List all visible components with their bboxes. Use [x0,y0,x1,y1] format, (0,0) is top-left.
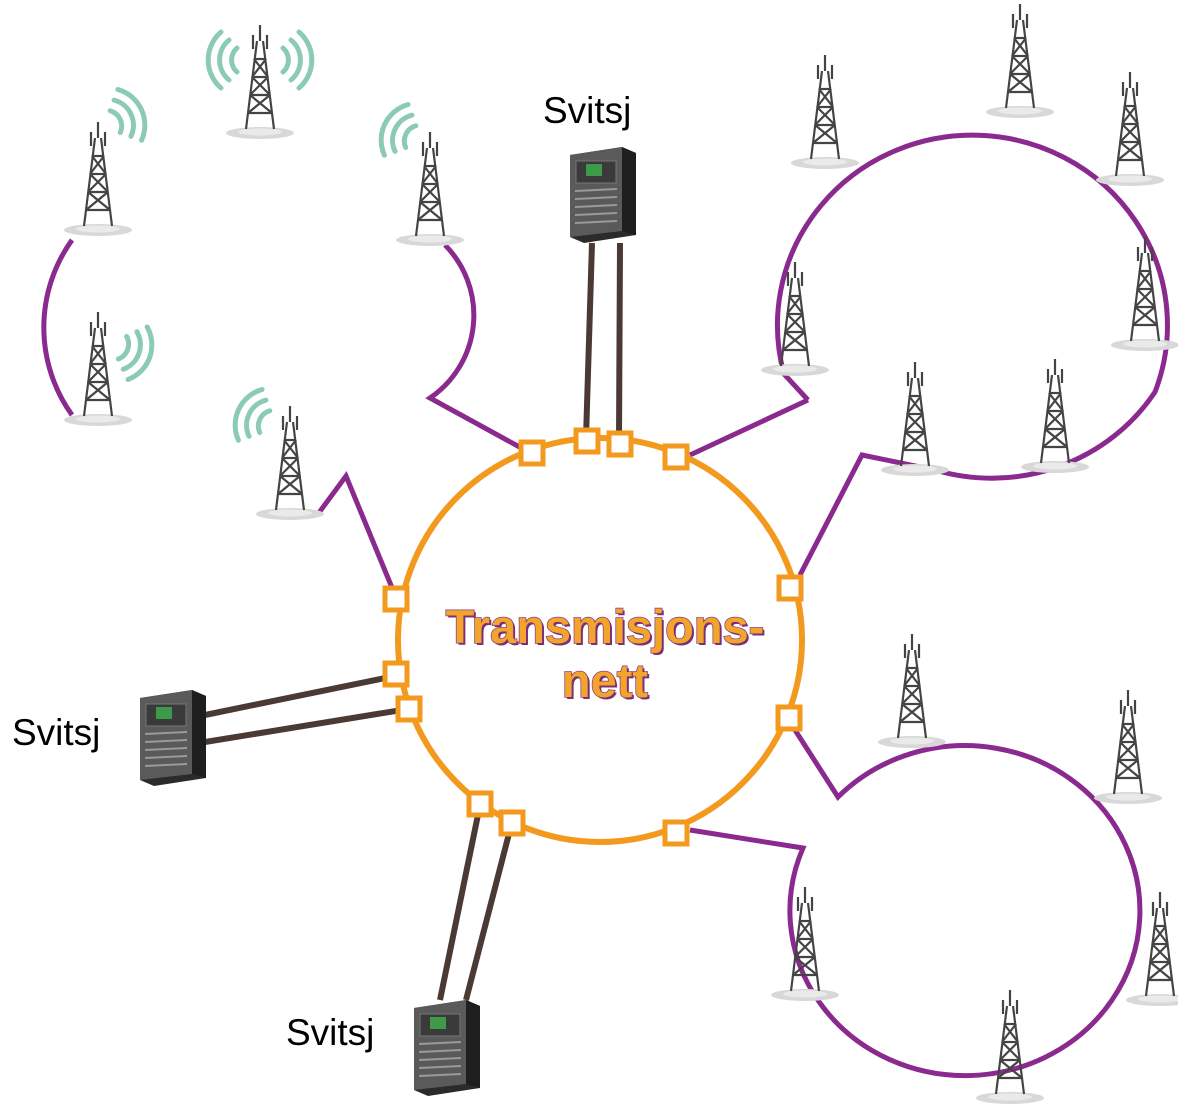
switch-bottom-label: Svitsj [286,1012,375,1053]
core-network-label-line2: nett [561,653,649,708]
antenna-tower-icon [1094,70,1166,188]
switch-server-icon [569,146,637,244]
switch-top-label: Svitsj [543,90,632,131]
radio-wave-icon [283,32,312,88]
radio-wave-icon [113,321,159,383]
switch-server-icon [139,689,207,787]
radio-wave-icon [373,99,423,162]
core-network-label: Transmisjons- nett [395,599,815,708]
antenna-tower-icon [1092,688,1164,806]
antenna-tower-icon [759,260,831,378]
switch-server-icon [413,999,481,1097]
access-link-left-tower [315,470,398,596]
access-arc-top-left-left [41,238,75,417]
radio-wave-icon [208,32,237,88]
antenna-tower-icon [789,53,861,171]
access-ring-top-right [775,132,1170,577]
access-link-top-right [688,397,810,458]
antenna-tower-icon [984,2,1056,120]
core-network-label-line1: Transmisjons- [445,599,765,654]
access-ring-bottom-right [689,728,1143,1079]
antenna-tower-icon [254,404,326,522]
antenna-tower-icon [974,988,1046,1106]
antenna-tower-icon [224,23,296,141]
core-ports [382,427,804,847]
radio-wave-icon [103,84,153,147]
access-arc-top-left-right [425,243,527,453]
antenna-tower-icon [769,885,841,1003]
antenna-tower-icon [876,632,948,750]
antenna-tower-icon [62,120,134,238]
switch-left-label: Svitsj [12,712,101,753]
radio-wave-icon [227,384,277,447]
